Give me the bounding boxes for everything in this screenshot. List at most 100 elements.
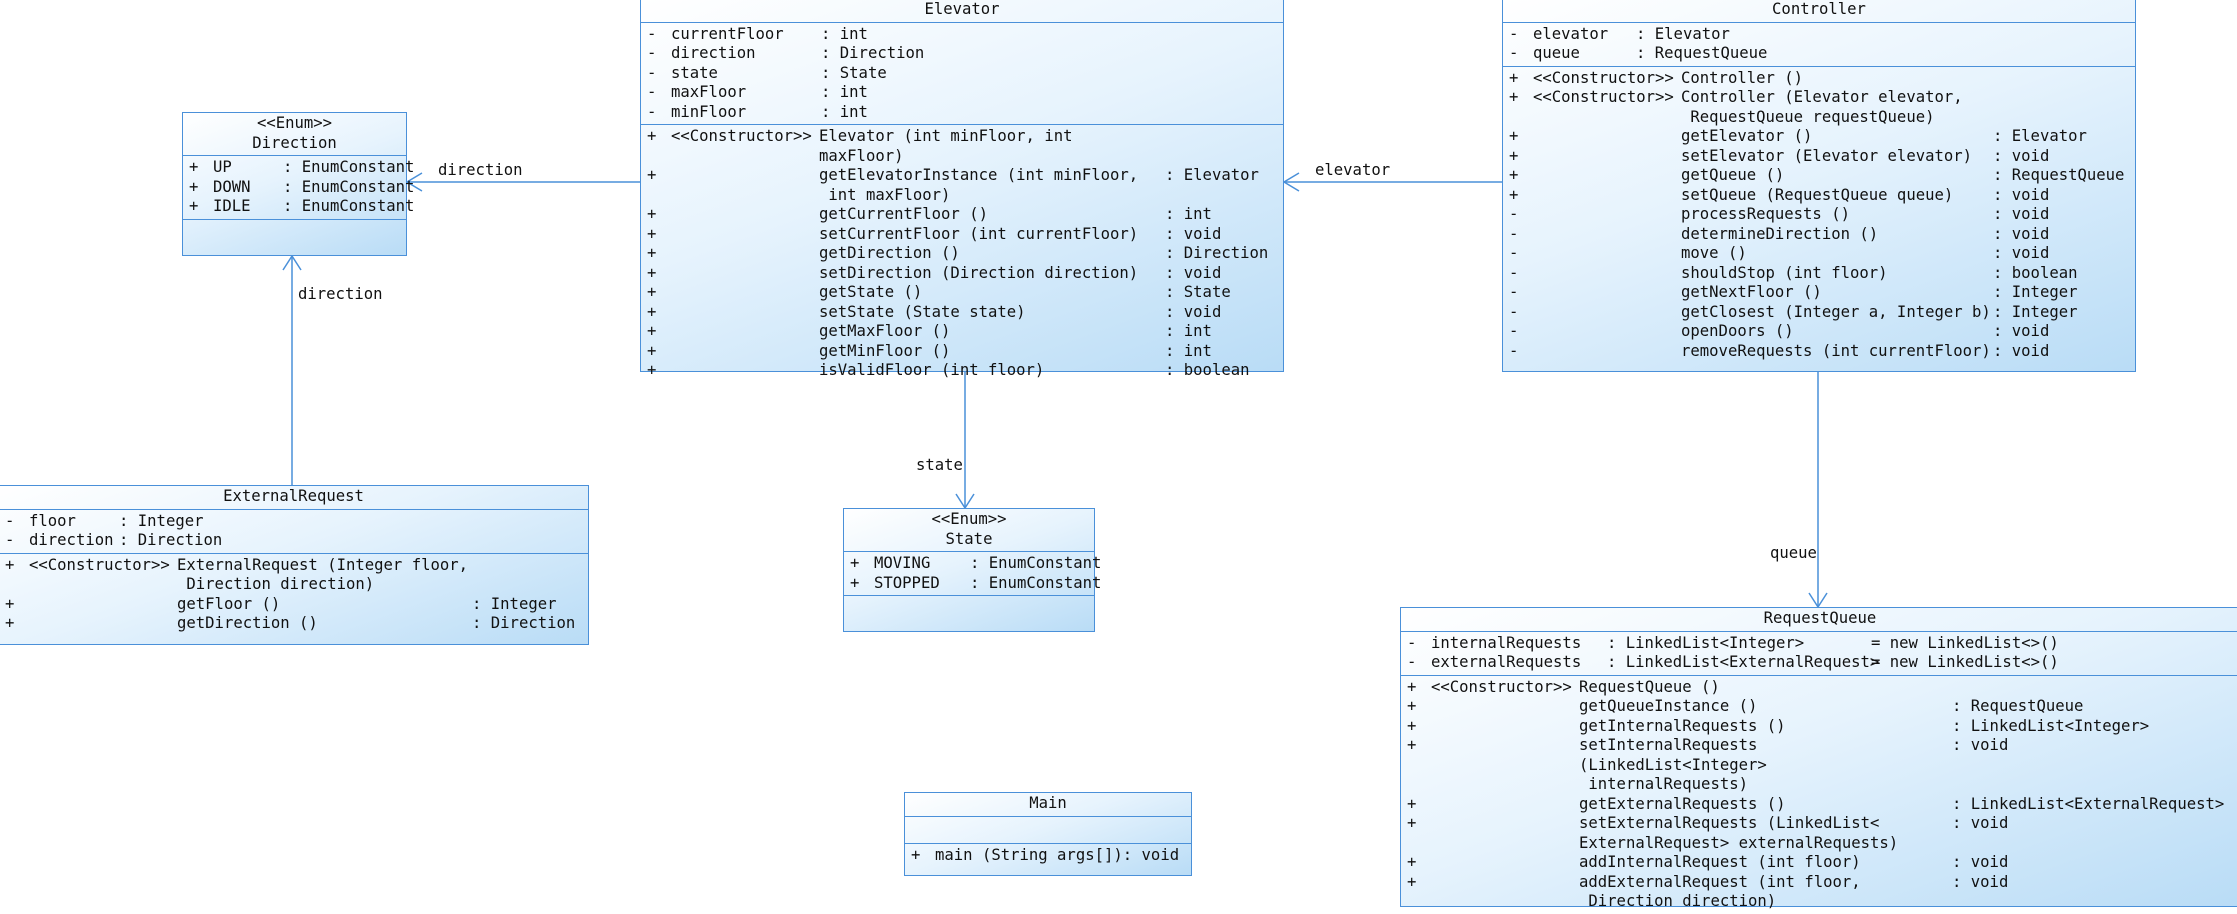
operation-row[interactable]: +setExternalRequests (LinkedList< Extern… [1401,814,2237,853]
attribute-row[interactable]: -elevator: Elevator [1503,25,2135,45]
operation-signature: setCurrentFloor (int currentFloor) [819,224,1139,243]
visibility-marker: - [1509,322,1519,340]
operation-row[interactable]: +getMinFloor (): int [641,342,1283,362]
attribute-type: : LinkedList<Integer> [1607,633,1805,652]
operation-row[interactable]: -determineDirection (): void [1503,225,2135,245]
class-elevator[interactable]: Elevator -currentFloor: int-direction: D… [640,0,1284,379]
attribute-row[interactable]: -currentFloor: int [641,25,1283,45]
operation-row[interactable]: +setInternalRequests (LinkedList<Integer… [1401,736,2237,795]
visibility-marker: + [1509,127,1519,145]
attribute-name: maxFloor [671,83,747,101]
class-controller[interactable]: Controller -elevator: Elevator-queue: Re… [1502,0,2136,372]
operation-row[interactable]: +<<Constructor>>Controller () [1503,69,2135,89]
visibility-marker: + [1407,716,1417,735]
attribute-row[interactable]: -externalRequests: LinkedList<ExternalRe… [1401,653,2237,673]
operation-row[interactable]: -move (): void [1503,244,2135,264]
operation-row[interactable]: +<<Constructor>>Controller (Elevator ele… [1503,88,2135,127]
operation-row[interactable]: +getInternalRequests (): LinkedList<Inte… [1401,717,2237,737]
operation-row[interactable]: +setQueue (RequestQueue queue): void [1503,186,2135,206]
class-state-enum[interactable]: <<Enum>> State +MOVING: EnumConstant+STO… [843,508,1101,632]
operation-row[interactable]: +getElevator (): Elevator [1503,127,2135,147]
class-main[interactable]: Main +main (String args[]): void [904,792,1192,876]
attribute-name: state [671,63,718,82]
attribute-row[interactable]: -minFloor: int [641,103,1283,123]
operation-stereotype [671,205,819,225]
operation-row[interactable]: +setCurrentFloor (int currentFloor): voi… [641,225,1283,245]
operation-return-type: : boolean [1165,361,1250,379]
class-request-queue[interactable]: RequestQueue -internalRequests: LinkedLi… [1400,607,2237,910]
operation-row[interactable]: +addExternalRequest (int floor, Directio… [1401,873,2237,912]
visibility-marker: + [1407,677,1417,696]
operation-row[interactable]: -removeRequests (int currentFloor): void [1503,342,2135,362]
attribute-initial-value: = new LinkedList<>() [1871,653,2059,671]
operation-row[interactable]: -processRequests (): void [1503,205,2135,225]
operation-signature: shouldStop (int floor) [1681,263,1888,282]
operation-row[interactable]: -openDoors (): void [1503,322,2135,342]
operation-signature: setElevator (Elevator elevator) [1681,146,1973,165]
operation-row[interactable]: +getQueueInstance (): RequestQueue [1401,697,2237,717]
operation-signature: isValidFloor (int floor) [819,361,1045,379]
class-name: State [945,529,993,548]
attribute-row[interactable]: +DOWN: EnumConstant [183,178,414,198]
operation-row[interactable]: -getClosest (Integer a, Integer b): Inte… [1503,303,2135,323]
operation-return-type: : boolean [1993,263,2078,282]
class-name: RequestQueue [1763,609,1877,627]
operation-row[interactable]: +getElevatorInstance (int minFloor, int … [641,166,1283,205]
attribute-row[interactable]: -direction: Direction [641,44,1283,64]
operation-stereotype [1533,186,1681,206]
attribute-name: floor [29,511,76,530]
operations-compartment: +<<Constructor>>RequestQueue ()+getQueue… [1401,674,2237,914]
operation-row[interactable]: +isValidFloor (int floor): boolean [641,361,1283,381]
operation-row[interactable]: +getDirection (): Direction [641,244,1283,264]
attribute-row[interactable]: +MOVING: EnumConstant [844,554,1101,574]
attribute-row[interactable]: +IDLE: EnumConstant [183,197,414,217]
operation-signature: getExternalRequests () [1579,794,1786,813]
attribute-row[interactable]: -state: State [641,64,1283,84]
attribute-name: elevator [1533,24,1609,43]
class-direction-enum[interactable]: <<Enum>> Direction +UP: EnumConstant+DOW… [182,112,414,256]
operation-row[interactable]: +addInternalRequest (int floor): void [1401,853,2237,873]
operation-row[interactable]: -shouldStop (int floor): boolean [1503,264,2135,284]
operation-signature: getDirection () [819,244,960,262]
visibility-marker: - [1509,302,1519,321]
attribute-row[interactable]: +UP: EnumConstant [183,158,414,178]
operation-row[interactable]: +<<Constructor>>ExternalRequest (Integer… [0,556,588,595]
operation-row[interactable]: +setDirection (Direction direction): voi… [641,264,1283,284]
class-external-request[interactable]: ExternalRequest -floor: Integer-directio… [0,485,589,645]
operation-row[interactable]: +getDirection (): Direction [0,614,588,634]
operation-row[interactable]: +setState (State state): void [641,303,1283,323]
attribute-name: externalRequests [1431,653,1582,671]
operation-row[interactable]: +getMaxFloor (): int [641,322,1283,342]
operation-row[interactable]: -getNextFloor (): Integer [1503,283,2135,303]
operation-row[interactable]: +<<Constructor>>Elevator (int minFloor, … [641,127,1283,166]
operation-stereotype [1431,697,1579,717]
operation-signature: setInternalRequests (LinkedList<Integer>… [1579,736,1767,793]
visibility-marker: - [647,102,657,121]
attribute-row[interactable]: -direction: Direction [0,531,588,551]
operation-row[interactable]: +getFloor (): Integer [0,595,588,615]
attribute-row[interactable]: -internalRequests: LinkedList<Integer>= … [1401,634,2237,654]
operation-return-type: : Direction [1165,244,1269,262]
operation-return-type: : void [1993,341,2050,360]
operation-return-type: : void [1952,872,2009,891]
visibility-marker: + [911,845,921,864]
operation-signature: setDirection (Direction direction) [819,263,1139,282]
operation-signature: ExternalRequest (Integer floor, Directio… [177,555,469,594]
attribute-row[interactable]: -floor: Integer [0,512,588,532]
operation-row[interactable]: +main (String args[]): void [905,846,1191,866]
attribute-type: : Direction [119,531,223,549]
operation-row[interactable]: +<<Constructor>>RequestQueue () [1401,678,2237,698]
operation-signature: getQueueInstance () [1579,697,1758,715]
operation-row[interactable]: +setElevator (Elevator elevator): void [1503,147,2135,167]
operation-row[interactable]: +getState (): State [641,283,1283,303]
attribute-row[interactable]: -queue: RequestQueue [1503,44,2135,64]
operation-return-type: : void [1165,263,1222,282]
operation-row[interactable]: +getCurrentFloor (): int [641,205,1283,225]
operation-return-type: : void [1993,244,2050,262]
assoc-label-elevator-direction: direction [438,161,523,179]
attribute-row[interactable]: +STOPPED: EnumConstant [844,574,1101,594]
attribute-type: : EnumConstant [283,158,415,176]
operation-row[interactable]: +getQueue (): RequestQueue [1503,166,2135,186]
attribute-row[interactable]: -maxFloor: int [641,83,1283,103]
operation-row[interactable]: +getExternalRequests (): LinkedList<Exte… [1401,795,2237,815]
